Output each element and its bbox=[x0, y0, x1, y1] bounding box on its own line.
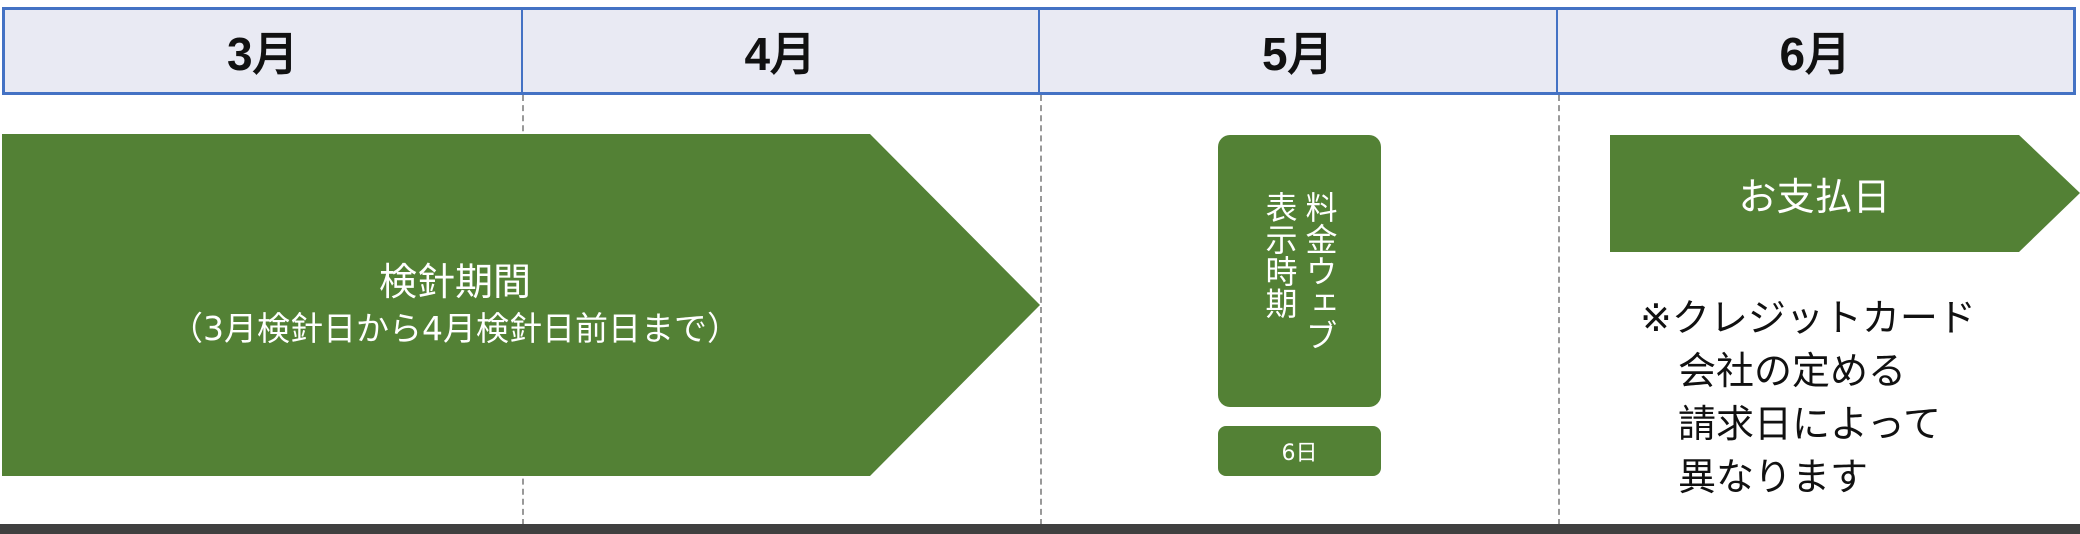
payment-note: ※クレジットカード 会社の定める 請求日によって 異なります bbox=[1640, 292, 1976, 504]
note-line: 請求日によって bbox=[1640, 402, 1941, 446]
reading-period-title: 検針期間 bbox=[378, 260, 531, 304]
web-display-period-box: 料金ウェブ 表示時期 bbox=[1218, 135, 1381, 407]
month-may: 5月 bbox=[1040, 10, 1558, 92]
divider-june bbox=[1558, 95, 1560, 525]
payment-date-label: お支払日 bbox=[1738, 175, 1891, 219]
month-june: 6月 bbox=[1779, 28, 1852, 80]
payment-arrow bbox=[1610, 135, 2080, 252]
note-line: 異なります bbox=[1640, 455, 1869, 499]
month-march: 3月 bbox=[5, 10, 523, 92]
note-line: ※クレジットカード bbox=[1640, 296, 1976, 340]
divider-may bbox=[1040, 95, 1042, 525]
reading-period-arrow bbox=[2, 134, 1040, 476]
reading-period-subtitle: （3月検針日から4月検針日前日まで） bbox=[170, 309, 740, 348]
month-header: 3月 4月 5月 6月 bbox=[2, 7, 2076, 95]
web-display-period-label: 料金ウェブ 表示時期 bbox=[1260, 191, 1339, 351]
bottom-bar bbox=[0, 524, 2080, 534]
note-line: 会社の定める bbox=[1640, 349, 1907, 393]
reading-period-label: 検針期間 （3月検針日から4月検針日前日まで） bbox=[0, 134, 1040, 476]
web-display-day: 6日 bbox=[1218, 426, 1381, 476]
month-april: 4月 bbox=[523, 10, 1040, 92]
